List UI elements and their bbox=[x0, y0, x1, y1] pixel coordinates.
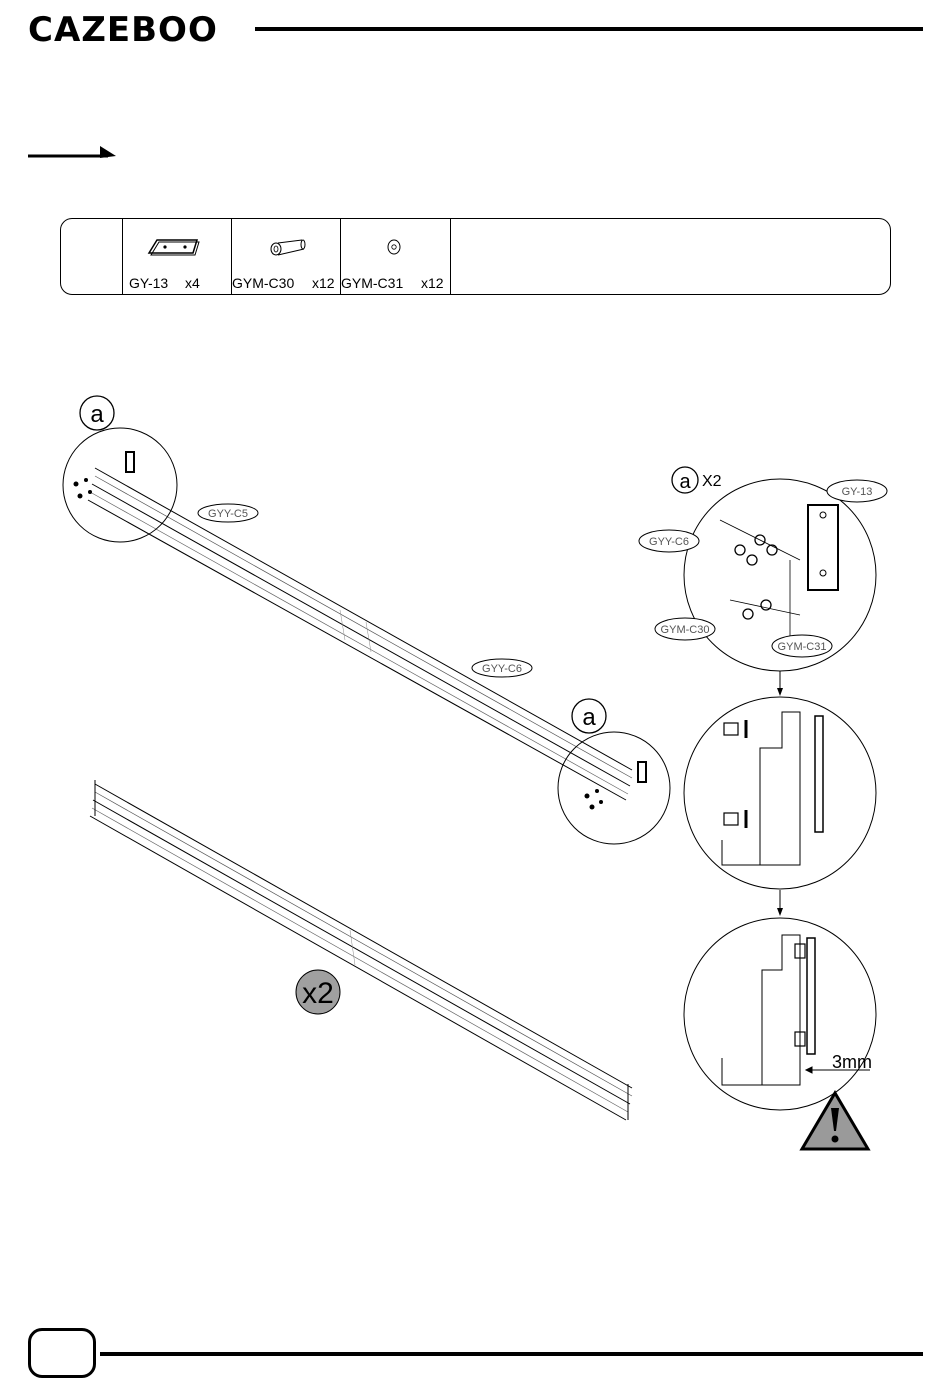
callout-a-label: a bbox=[679, 471, 691, 493]
detail-label-bolt: GYM-C30 bbox=[661, 624, 710, 636]
section-view-before bbox=[684, 697, 876, 889]
warning-icon bbox=[802, 1093, 868, 1149]
callout-a-count: X2 bbox=[702, 473, 722, 490]
page-number-box bbox=[28, 1328, 96, 1378]
detail-label-plate: GY-13 bbox=[842, 486, 873, 498]
rail-top bbox=[88, 468, 632, 800]
gap-dimension: 3mm bbox=[832, 1052, 872, 1072]
section-view-after bbox=[684, 918, 876, 1110]
callout-a-label: a bbox=[582, 704, 596, 731]
detail-circle-left bbox=[63, 428, 177, 542]
detail-label-c6: GYY-C6 bbox=[649, 536, 689, 548]
multiplier-label: x2 bbox=[302, 977, 334, 1010]
rail-middle-label: GYY-C6 bbox=[482, 663, 522, 675]
rail-top-label: GYY-C5 bbox=[208, 508, 248, 520]
rail-bottom bbox=[90, 780, 632, 1120]
footer-rule bbox=[100, 1352, 923, 1356]
detail-circle-right bbox=[558, 732, 670, 844]
callout-a-label: a bbox=[90, 401, 104, 428]
detail-label-washer: GYM-C31 bbox=[778, 641, 827, 653]
